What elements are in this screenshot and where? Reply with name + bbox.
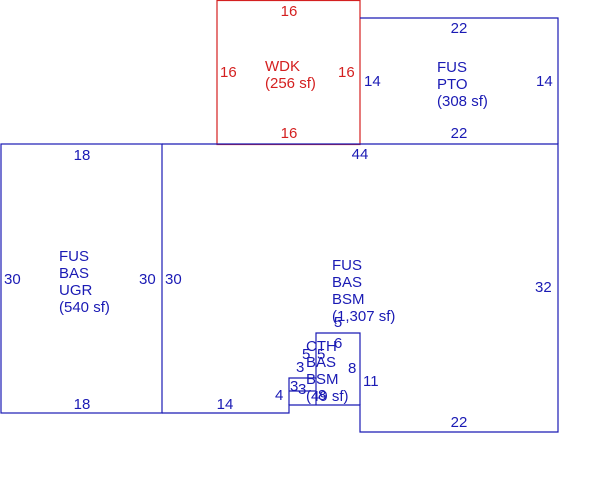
- wdk-dim-right: 16: [338, 64, 355, 81]
- pto-dim-right: 14: [536, 73, 553, 90]
- ugr-label-sub: BAS: [59, 265, 89, 282]
- area-ugr[interactable]: 18 18 30 30 FUS BAS UGR (540 sf): [0, 143, 163, 414]
- cth-outline: [288, 332, 361, 405]
- cth-label-sub: BAS: [306, 354, 336, 371]
- bsm-dim-step-b: 11: [363, 373, 379, 390]
- bsm-outline: [162, 143, 559, 433]
- area-pto[interactable]: 22 22 14 14 FUS PTO (308 sf): [360, 17, 559, 144]
- cth-dim-left-b: 3: [290, 378, 298, 395]
- ugr-label-area: (540 sf): [59, 299, 110, 316]
- ugr-dim-bottom: 18: [74, 396, 91, 413]
- pto-outline: [360, 17, 559, 144]
- bsm-dim-left: 30: [165, 271, 182, 288]
- wdk-dim-left: 16: [220, 64, 237, 81]
- cth-dim-left-c: 3: [298, 381, 306, 398]
- bsm-label-sub: BAS: [332, 274, 362, 291]
- pto-label-sub: PTO: [437, 76, 468, 93]
- cth-dim-inner-c: 5: [317, 346, 325, 363]
- area-wdk[interactable]: 16 16 16 16 WDK (256 sf): [216, 0, 361, 146]
- ugr-dim-left: 30: [4, 271, 21, 288]
- cth-dim-left-a: 3: [296, 359, 304, 376]
- pto-label-code: FUS: [437, 59, 467, 76]
- area-bsm[interactable]: 44 30 32 22 14 4 11 FUS BAS BSM (1,307 s…: [162, 143, 559, 433]
- cth-dim-bottom: 8: [318, 387, 326, 404]
- ugr-dim-right: 30: [139, 271, 156, 288]
- wdk-dim-top: 16: [281, 3, 298, 20]
- bsm-dim-bottom: 22: [451, 414, 468, 431]
- wdk-label-area: (256 sf): [265, 75, 316, 92]
- cth-label-area: (49 sf): [306, 388, 349, 405]
- bsm-dim-bottom-left: 14: [217, 396, 234, 413]
- ugr-label-code: FUS: [59, 248, 89, 265]
- bsm-label-type: BSM: [332, 291, 365, 308]
- cth-dim-top: 5: [334, 314, 342, 331]
- cth-label-type: BSM: [306, 371, 339, 388]
- cth-dim-inner-a: 6: [334, 335, 342, 352]
- bsm-dim-top: 44: [352, 146, 369, 163]
- bsm-dim-right: 32: [535, 279, 552, 296]
- area-cth[interactable]: 5 8 6 5 5 3 3 3 8 CTH BAS BSM (49 sf): [288, 314, 361, 405]
- cth-dim-inner-b: 5: [302, 346, 310, 363]
- pto-label-area: (308 sf): [437, 93, 488, 110]
- ugr-label-type: UGR: [59, 282, 93, 299]
- cth-dim-right: 8: [348, 360, 356, 377]
- ugr-outline: [0, 143, 163, 414]
- pto-dim-top: 22: [451, 20, 468, 37]
- cth-label-code: CTH: [306, 338, 337, 355]
- ugr-dim-top: 18: [74, 147, 91, 164]
- wdk-label-code: WDK: [265, 58, 300, 75]
- wdk-dim-bottom: 16: [281, 125, 298, 142]
- bsm-label-area: (1,307 sf): [332, 308, 395, 325]
- pto-dim-bottom: 22: [451, 125, 468, 142]
- bsm-label-code: FUS: [332, 257, 362, 274]
- bsm-dim-step-a: 4: [275, 387, 283, 404]
- pto-dim-left: 14: [364, 73, 381, 90]
